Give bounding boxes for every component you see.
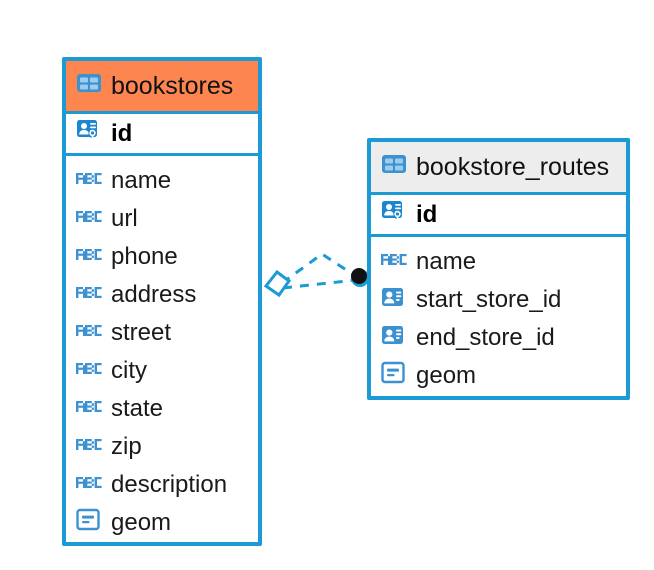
key-field-icon [381,198,407,231]
field-label: end_store_id [416,324,555,351]
text-field-icon [76,167,102,195]
text-field-icon [76,357,102,385]
field-label: street [111,319,172,346]
field-row-primary-key[interactable]: id [371,192,626,237]
entity-header-bookstores[interactable]: bookstores [66,61,258,111]
field-row-street[interactable]: street [66,314,258,352]
text-field-icon [76,281,102,309]
field-row-end-store-id[interactable]: end_store_id [371,319,626,357]
text-field-icon [76,319,102,347]
field-row-start-store-id[interactable]: start_store_id [371,281,626,319]
field-label: name [416,248,477,275]
field-label: address [111,281,197,308]
field-row-geom[interactable]: geom [371,357,626,395]
field-row-geom[interactable]: geom [66,504,258,542]
entity-bookstore-routes[interactable]: bookstore_routes id [367,138,630,400]
text-field-icon [76,471,102,499]
field-label: zip [111,433,142,460]
field-row-description[interactable]: description [66,466,258,504]
entity-title: bookstore_routes [416,152,610,181]
text-field-icon [381,248,407,276]
field-label: geom [416,362,477,389]
field-row-primary-key[interactable]: id [66,111,258,156]
field-label: phone [111,243,178,270]
relationship-line-end-store[interactable] [282,278,357,290]
text-field-icon [76,433,102,461]
entity-bookstores[interactable]: bookstores id [62,57,262,546]
field-label: geom [111,509,172,536]
text-field-icon [76,395,102,423]
text-field-icon [76,243,102,271]
field-row-address[interactable]: address [66,276,258,314]
field-label: url [111,205,138,232]
field-row-zip[interactable]: zip [66,428,258,466]
field-label: id [111,119,133,147]
key-field-icon [76,117,102,150]
field-label: description [111,471,228,498]
field-label: start_store_id [416,286,562,313]
field-row-name[interactable]: name [66,162,258,200]
field-label: name [111,167,172,194]
table-icon [76,70,102,103]
foreign-key-field-icon [381,323,407,354]
field-label: state [111,395,164,422]
field-row-url[interactable]: url [66,200,258,238]
relationship-line-start-store[interactable] [281,252,358,285]
field-row-phone[interactable]: phone [66,238,258,276]
text-field-icon [76,205,102,233]
field-row-city[interactable]: city [66,352,258,390]
field-list-bookstore-routes: name start_store_id [371,237,626,403]
table-icon [381,151,407,184]
geometry-field-icon [76,508,102,539]
geometry-field-icon [381,361,407,392]
diamond-marker[interactable] [263,269,292,298]
field-label: city [111,357,147,384]
field-label: id [416,200,438,228]
entity-title: bookstores [111,71,234,100]
field-row-state[interactable]: state [66,390,258,428]
entity-header-bookstore-routes[interactable]: bookstore_routes [371,142,626,192]
foreign-key-field-icon [381,285,407,316]
field-list-bookstores: name url [66,156,258,550]
field-row-name[interactable]: name [371,243,626,281]
